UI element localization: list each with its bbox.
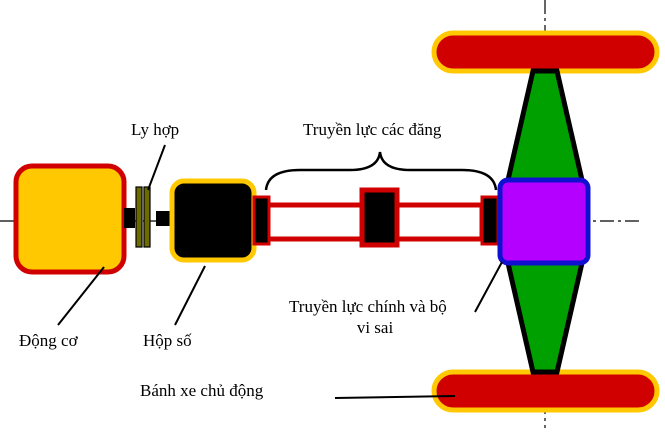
universal-joint-rear bbox=[480, 195, 500, 246]
clutch-label: Ly hợp bbox=[131, 120, 180, 139]
gearbox-input-stub bbox=[156, 211, 170, 226]
lower-axle-housing bbox=[504, 260, 586, 375]
engine-leader bbox=[57, 266, 105, 326]
differential-leader bbox=[474, 261, 503, 313]
top-wheel bbox=[431, 30, 660, 74]
final-drive-differential bbox=[497, 177, 591, 266]
final-drive-label-line1: Truyền lực chính và bộ bbox=[289, 297, 447, 316]
shaft-center-support bbox=[359, 187, 400, 248]
clutch-plate-right bbox=[143, 186, 151, 248]
gearbox-label: Hộp số bbox=[143, 331, 192, 350]
engine-label: Động cơ bbox=[19, 331, 78, 350]
gearbox-leader bbox=[174, 265, 206, 326]
final-drive-label-line2: vi sai bbox=[356, 318, 394, 337]
propeller-shaft-brace bbox=[264, 151, 498, 191]
universal-joint-front bbox=[252, 195, 271, 246]
engine-output-stub bbox=[124, 208, 135, 228]
gearbox bbox=[169, 178, 257, 263]
engine-block bbox=[13, 163, 127, 275]
propeller-shaft-label: Truyền lực các đăng bbox=[303, 120, 442, 139]
upper-axle-housing bbox=[504, 68, 586, 183]
clutch-leader bbox=[147, 144, 166, 191]
drive-wheel-label: Bánh xe chủ động bbox=[140, 381, 264, 400]
wheel-leader bbox=[334, 395, 456, 399]
propeller-shaft-left bbox=[265, 202, 366, 242]
propeller-shaft-right bbox=[394, 202, 485, 242]
bottom-wheel bbox=[431, 369, 660, 413]
clutch-plate-left bbox=[135, 186, 143, 248]
